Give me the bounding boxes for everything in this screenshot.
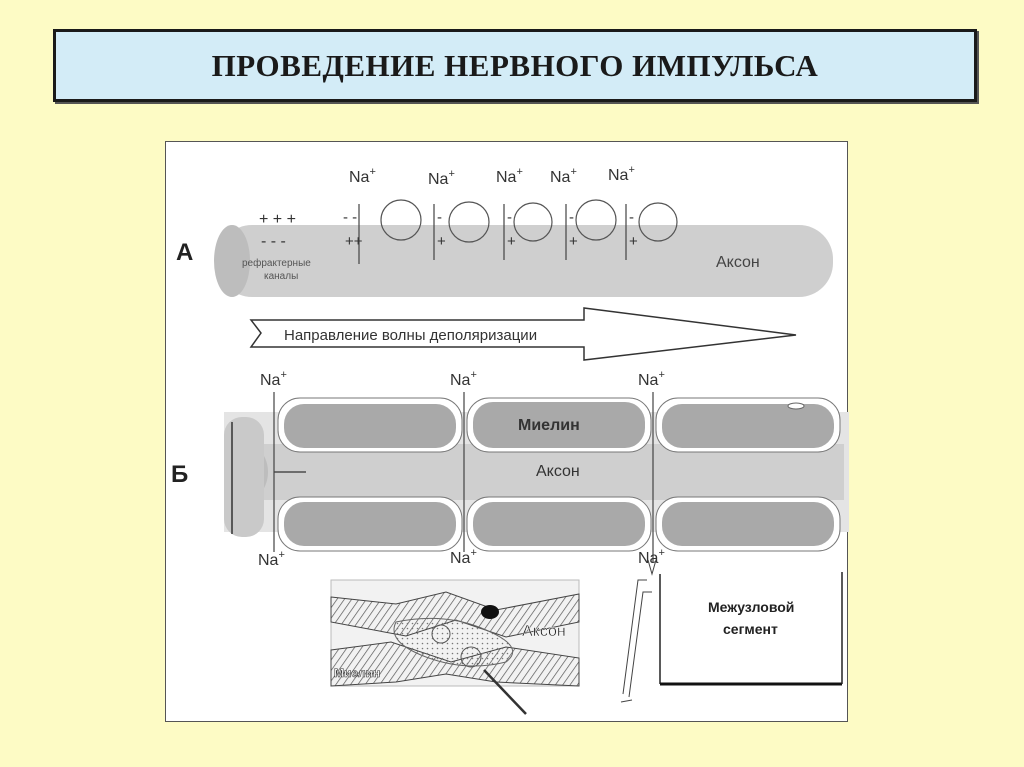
channel-marker-1: - - ++ bbox=[343, 204, 363, 264]
arrow-label: Направление волны деполяризации bbox=[284, 327, 537, 344]
svg-text:Na+: Na+ bbox=[608, 164, 635, 184]
myelin-segment-top-3 bbox=[662, 404, 834, 448]
panel-b-letter: Б bbox=[171, 461, 188, 488]
title-box: ПРОВЕДЕНИЕ НЕРВНОГО ИМПУЛЬСА bbox=[53, 29, 977, 102]
panel-a-letter: А bbox=[176, 239, 193, 266]
na-label-a-4: Na+ bbox=[550, 166, 577, 186]
micrograph-axon-label: Аксон bbox=[522, 623, 566, 640]
svg-text:-: - bbox=[569, 209, 574, 226]
svg-text:Na+: Na+ bbox=[450, 369, 477, 389]
svg-text:Na+: Na+ bbox=[258, 549, 285, 569]
node-markers bbox=[273, 392, 654, 562]
na-label-b-bottom-1: Na+ bbox=[258, 549, 285, 569]
current-loop-4 bbox=[575, 199, 617, 241]
myelin-segment-bottom-1 bbox=[284, 502, 456, 546]
svg-text:-: - bbox=[437, 209, 442, 226]
svg-text:Na+: Na+ bbox=[638, 369, 665, 389]
svg-text:Na+: Na+ bbox=[349, 166, 376, 186]
diagram-figure: А Аксон + + + - - - рефрактерные каналы … bbox=[165, 141, 849, 722]
internode-label-1: Межузловой bbox=[708, 599, 794, 615]
axon-b-label: Аксон bbox=[536, 463, 580, 480]
na-label-b-top-2: Na+ bbox=[450, 369, 477, 389]
svg-text:- -: - - bbox=[343, 209, 357, 226]
internode-bracket bbox=[659, 572, 843, 686]
svg-text:-: - bbox=[629, 209, 634, 226]
svg-text:Na+: Na+ bbox=[450, 547, 477, 567]
current-loop-5 bbox=[638, 202, 678, 242]
axon-a bbox=[214, 225, 833, 297]
refractory-label-2: каналы bbox=[264, 271, 298, 282]
axon-a-label: Аксон bbox=[716, 254, 760, 271]
refractory-bottom-charges: - - - bbox=[261, 233, 286, 250]
na-label-b-bottom-2: Na+ bbox=[450, 547, 477, 567]
refractory-top-charges: + + + bbox=[259, 211, 296, 228]
micrograph bbox=[330, 579, 580, 715]
myelin-top-row bbox=[277, 397, 841, 453]
micrograph-myelin-label: Миелин bbox=[334, 666, 380, 680]
slide-title: ПРОВЕДЕНИЕ НЕРВНОГО ИМПУЛЬСА bbox=[211, 47, 819, 83]
na-label-a-3: Na+ bbox=[496, 166, 523, 186]
na-label-b-top-3: Na+ bbox=[638, 369, 665, 389]
svg-text:Na+: Na+ bbox=[260, 369, 287, 389]
channel-marker-2: - + bbox=[433, 204, 446, 260]
current-loop-1 bbox=[380, 199, 422, 241]
myelin-segment-top-1 bbox=[284, 404, 456, 448]
svg-text:+: + bbox=[629, 233, 638, 250]
svg-text:Na+: Na+ bbox=[496, 166, 523, 186]
svg-text:-: - bbox=[507, 209, 512, 226]
current-loop-3 bbox=[513, 202, 553, 242]
myelin-segment-bottom-3 bbox=[662, 502, 834, 546]
myelin-bottom-row bbox=[277, 496, 841, 552]
svg-text:Na+: Na+ bbox=[428, 168, 455, 188]
refractory-label-1: рефрактерные bbox=[242, 257, 311, 269]
channel-marker-4: - + bbox=[565, 204, 578, 260]
zoom-connector bbox=[620, 559, 657, 703]
na-label-b-bottom-3: Na+ bbox=[638, 547, 665, 567]
svg-text:+: + bbox=[569, 233, 578, 250]
myelin-segment-bottom-2 bbox=[473, 502, 645, 546]
myelin-segment-top-2 bbox=[473, 402, 645, 448]
myelin-label: Миелин bbox=[518, 417, 580, 434]
na-label-a-5: Na+ bbox=[608, 164, 635, 184]
current-loops bbox=[380, 199, 678, 243]
internode-label-2: сегмент bbox=[723, 621, 778, 637]
na-label-a-1: Na+ bbox=[349, 166, 376, 186]
svg-text:Na+: Na+ bbox=[550, 166, 577, 186]
svg-text:Na+: Na+ bbox=[638, 547, 665, 567]
svg-text:+: + bbox=[437, 233, 446, 250]
channel-marker-3: - + bbox=[503, 204, 516, 260]
na-label-a-2: Na+ bbox=[428, 168, 455, 188]
diagram-svg: А Аксон + + + - - - рефрактерные каналы … bbox=[171, 164, 849, 715]
channel-marker-5: - + bbox=[625, 204, 638, 260]
na-label-b-top-1: Na+ bbox=[260, 369, 287, 389]
depolarization-arrow bbox=[249, 307, 797, 361]
current-loop-2 bbox=[448, 201, 490, 243]
svg-text:++: ++ bbox=[345, 233, 363, 250]
svg-text:+: + bbox=[507, 233, 516, 250]
